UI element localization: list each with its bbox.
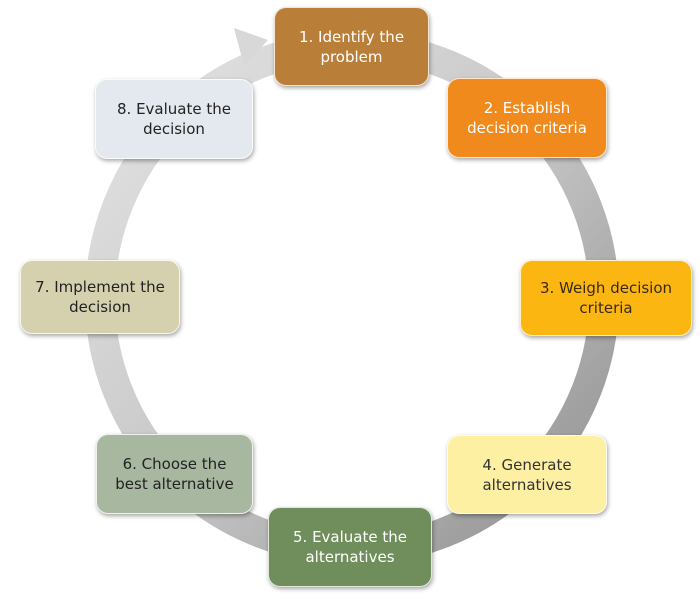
step-5-label: 5. Evaluate the alternatives	[293, 528, 407, 566]
step-4-label: 4. Generate alternatives	[482, 455, 572, 494]
step-8-evaluate-decision: 8. Evaluate the decision	[95, 79, 253, 159]
step-8-label: 8. Evaluate the decision	[117, 100, 231, 138]
step-2-label: 2. Establish decision criteria	[467, 99, 587, 137]
step-1-label: 1. Identify the problem	[298, 27, 405, 66]
step-4-generate-alternatives: 4. Generate alternatives	[447, 435, 607, 514]
step-7-label: 7. Implement the decision	[35, 278, 165, 316]
step-5-evaluate-alternatives: 5. Evaluate the alternatives	[268, 507, 432, 587]
step-2-establish-criteria: 2. Establish decision criteria	[447, 78, 607, 158]
step-3-weigh-criteria: 3. Weigh decision criteria	[520, 260, 692, 336]
step-1-identify-problem: 1. Identify the problem	[274, 7, 429, 86]
step-7-implement-decision: 7. Implement the decision	[20, 260, 180, 334]
step-3-label: 3. Weigh decision criteria	[539, 279, 673, 317]
cycle-arrow-head	[234, 28, 268, 66]
step-6-label: 6. Choose the best alternative	[115, 455, 234, 493]
step-6-choose-best: 6. Choose the best alternative	[96, 434, 253, 514]
